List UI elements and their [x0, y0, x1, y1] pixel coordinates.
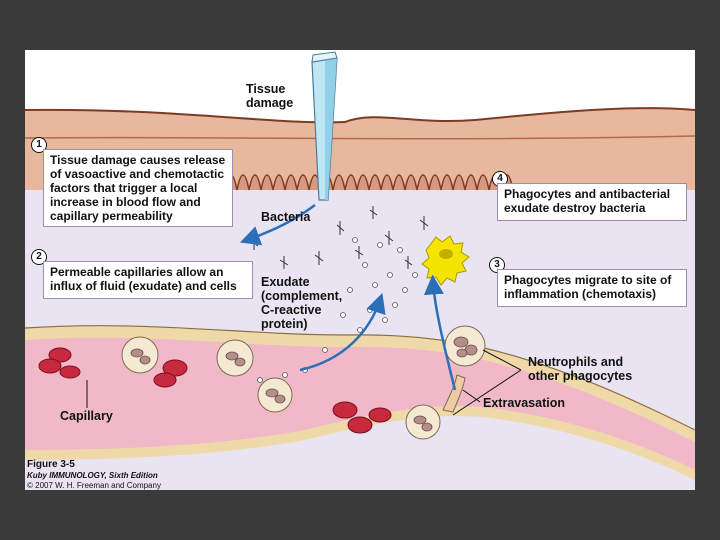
step-2-line: influx of fluid (exudate) and cells — [50, 279, 246, 293]
label-exudate-line: protein) — [261, 317, 342, 331]
step-3-line: Phagocytes migrate to site of — [504, 273, 680, 287]
book-title: Kuby IMMUNOLOGY, Sixth Edition — [27, 471, 158, 480]
label-tissue-damage-line: Tissue — [246, 82, 293, 96]
label-exudate-line: Exudate — [261, 275, 342, 289]
label-neutrophils-line: other phagocytes — [528, 369, 632, 383]
label-exudate-line: (complement, — [261, 289, 342, 303]
label-bacteria: Bacteria — [261, 210, 310, 224]
label-neutrophils-line: Neutrophils and — [528, 355, 632, 369]
step-1-line: factors that trigger a local — [50, 181, 226, 195]
figure-caption: Figure 3-5 — [27, 459, 75, 470]
label-extravasation: Extravasation — [483, 396, 565, 410]
step-1-line: of vasoactive and chemotactic — [50, 167, 226, 181]
step-3-callout: Phagocytes migrate to site of inflammati… — [497, 269, 687, 307]
figure-panel: Tissue damage Bacteria Exudate (compleme… — [25, 50, 695, 490]
step-3-line: inflammation (chemotaxis) — [504, 287, 680, 301]
copyright: © 2007 W. H. Freeman and Company — [27, 481, 161, 490]
step-1-callout: Tissue damage causes release of vasoacti… — [43, 149, 233, 227]
step-2-callout: Permeable capillaries allow an influx of… — [43, 261, 253, 299]
label-neutrophils: Neutrophils and other phagocytes — [528, 355, 632, 383]
step-4-line: exudate destroy bacteria — [504, 201, 680, 215]
step-4-line: Phagocytes and antibacterial — [504, 187, 680, 201]
step-4-callout: Phagocytes and antibacterial exudate des… — [497, 183, 687, 221]
label-exudate: Exudate (complement, C-reactive protein) — [261, 275, 342, 331]
label-tissue-damage: Tissue damage — [246, 82, 293, 110]
label-capillary: Capillary — [60, 409, 113, 423]
label-tissue-damage-line: damage — [246, 96, 293, 110]
step-2-line: Permeable capillaries allow an — [50, 265, 246, 279]
step-1-line: capillary permeability — [50, 209, 226, 223]
label-exudate-line: C-reactive — [261, 303, 342, 317]
step-1-line: Tissue damage causes release — [50, 153, 226, 167]
step-1-line: increase in blood flow and — [50, 195, 226, 209]
